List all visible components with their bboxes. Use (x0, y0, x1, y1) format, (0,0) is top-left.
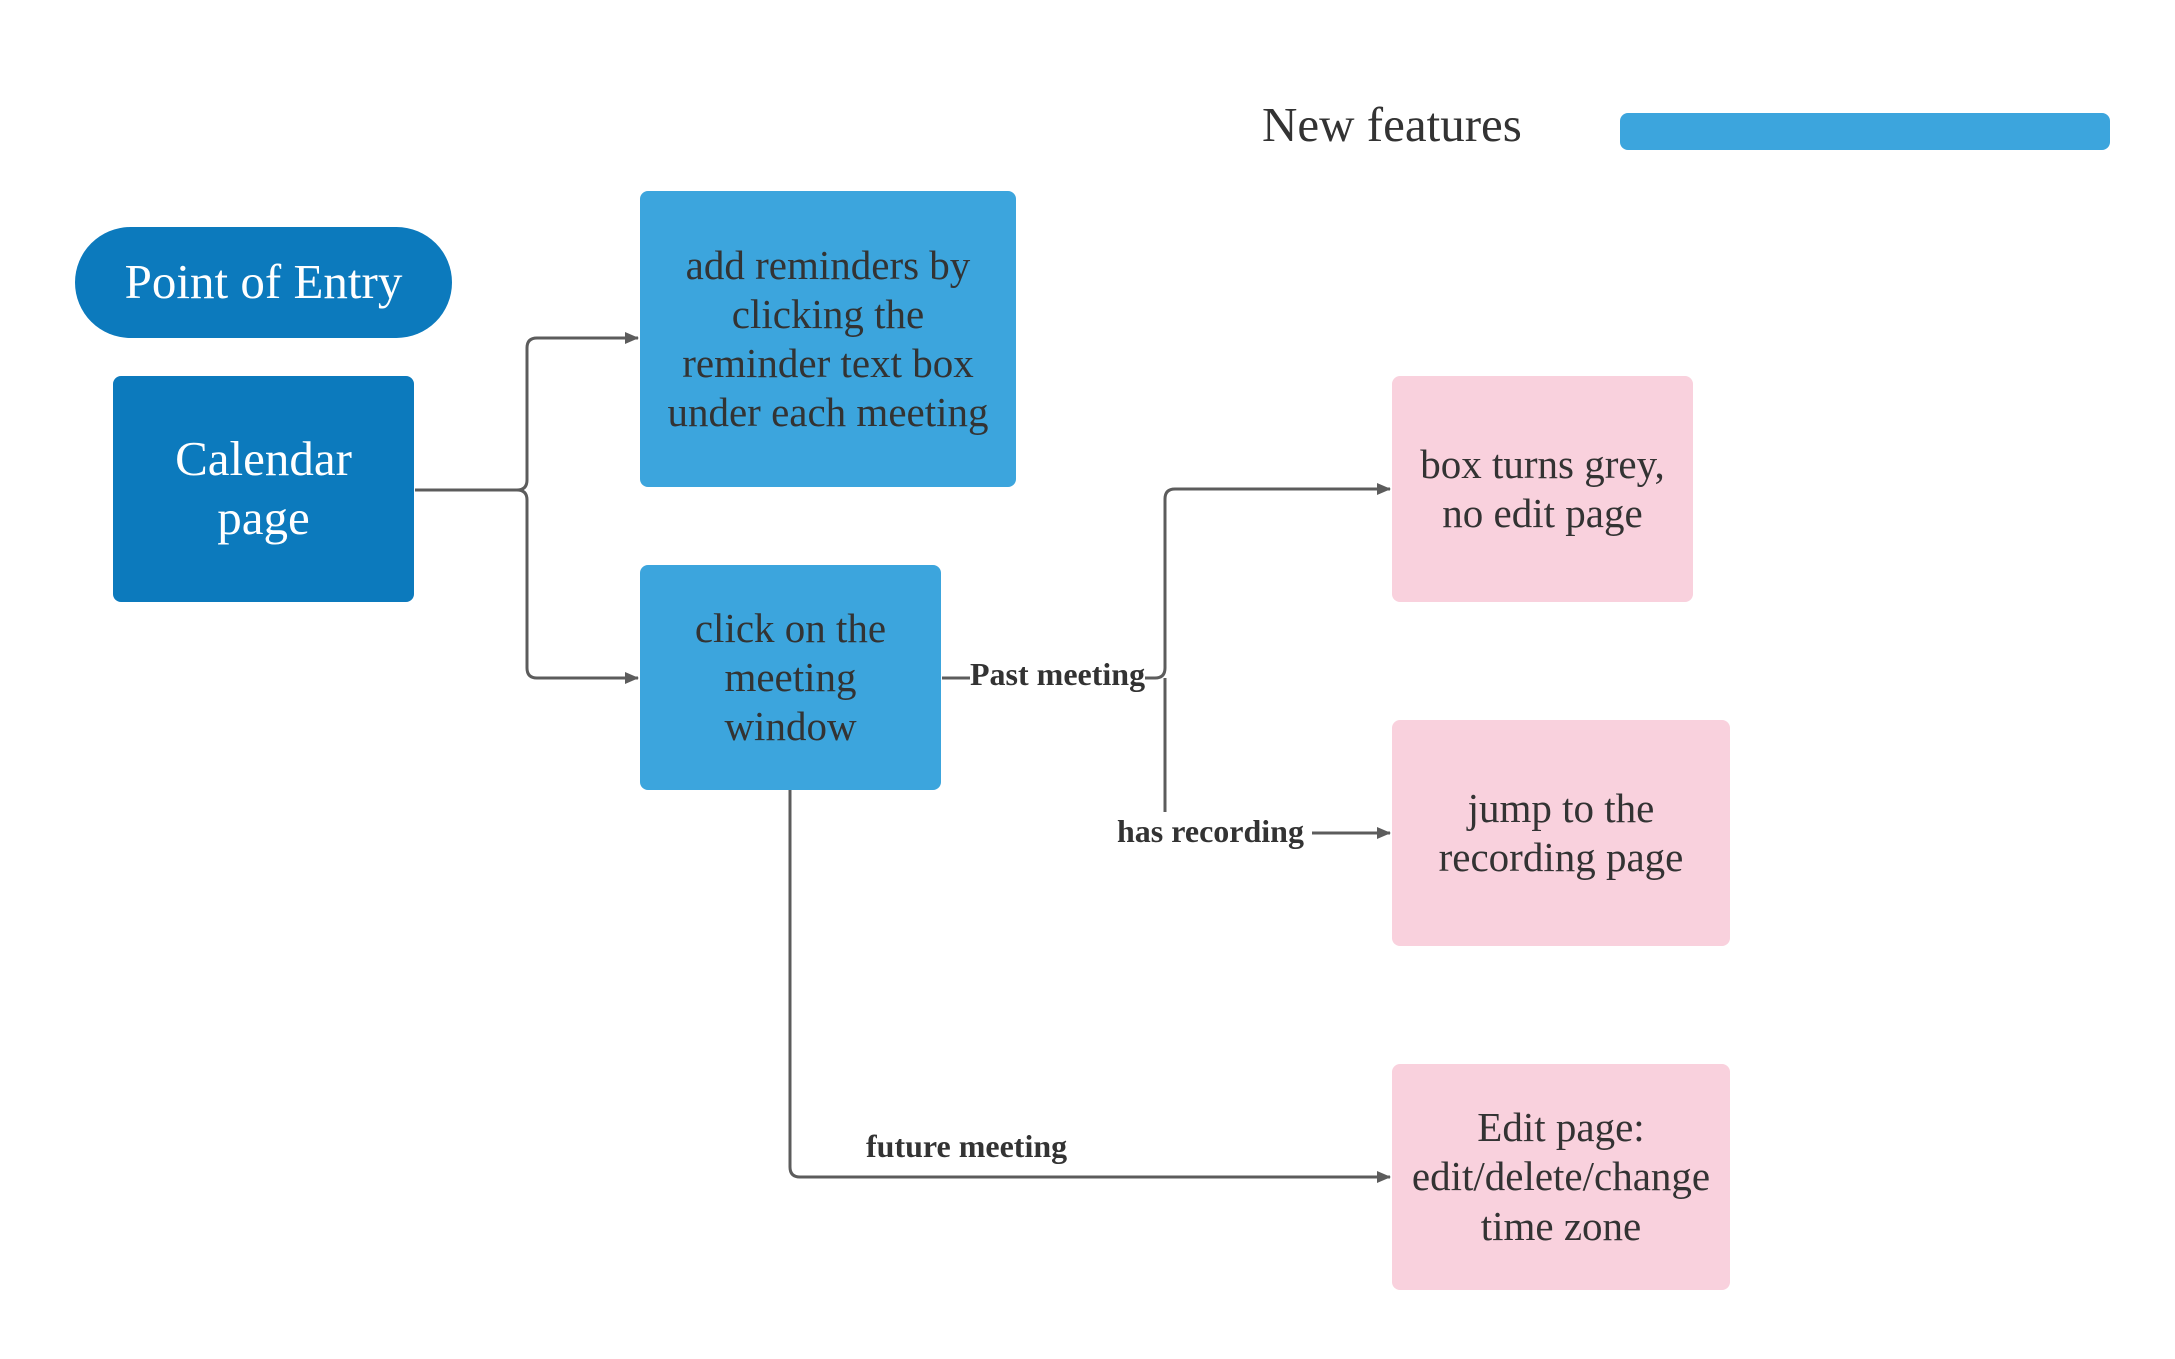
label-line: no edit page (1442, 490, 1643, 536)
label-line: window (724, 703, 857, 750)
legend-title: New features (1262, 97, 1522, 152)
label-line: recording page (1438, 834, 1684, 880)
box-turns-grey-label: box turns grey,no edit page (1420, 440, 1664, 538)
label-line: add reminders by (685, 241, 971, 288)
legend-swatch (1620, 113, 2110, 150)
label-line: Point of Entry (124, 254, 403, 310)
box-turns-grey-node: box turns grey,no edit page (1392, 376, 1693, 602)
label-line: Calendar (175, 431, 352, 487)
label-line: jump to the (1467, 784, 1655, 831)
label-line: clicking the (731, 290, 925, 337)
label-line: meeting (724, 653, 857, 700)
edge-label-has-recording: has recording (1117, 813, 1304, 849)
point-of-entry-node: Point of Entry (75, 227, 452, 338)
label-line: edit/delete/change (1411, 1153, 1711, 1200)
point-of-entry-label: Point of Entry (125, 253, 403, 312)
label-line: Edit page: (1477, 1104, 1645, 1151)
label-line: time zone (1480, 1202, 1642, 1249)
connector-calendar-to-meeting (415, 488, 639, 684)
label-line: reminder text box (682, 340, 974, 386)
edge-label-future-meeting: future meeting (866, 1128, 1068, 1164)
label-line: box turns grey, (1420, 440, 1665, 487)
connector-calendar-to-reminders (415, 332, 639, 492)
label-line: under each meeting (667, 389, 989, 436)
label-line: click on the (694, 604, 887, 651)
connector-meeting-to-grey-box (942, 483, 1391, 680)
edge-label-past-meeting: Past meeting (970, 656, 1146, 692)
connector-meeting-to-edit-page (788, 790, 1391, 1183)
label-line: page (217, 490, 310, 545)
